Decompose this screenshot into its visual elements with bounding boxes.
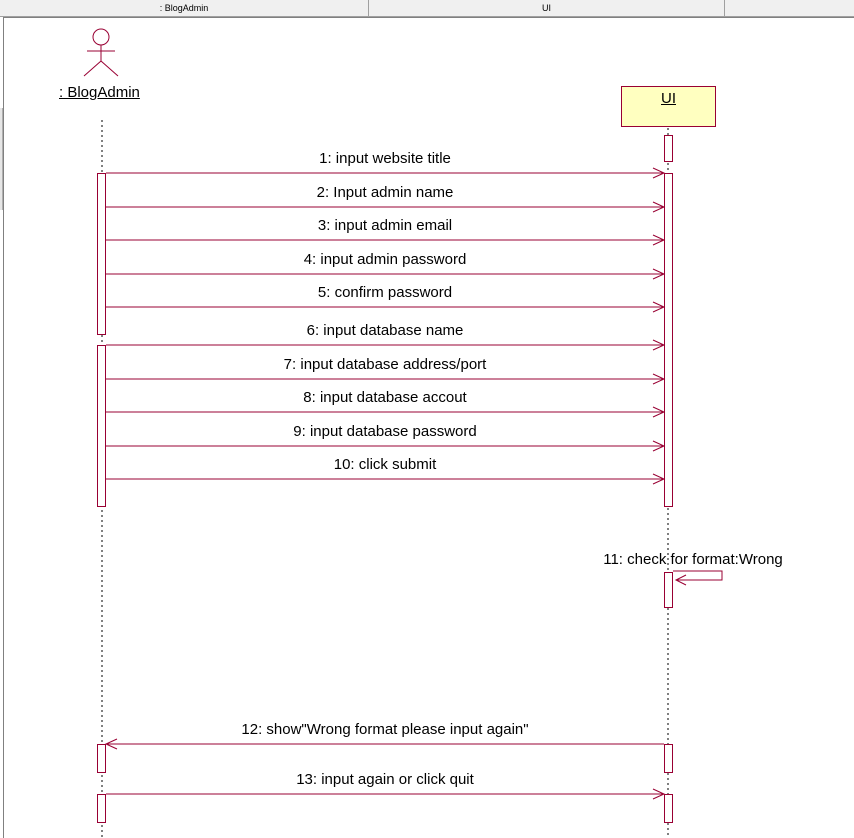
message-arrow-3[interactable]	[106, 234, 666, 246]
header-column-blogadmin[interactable]: : BlogAdmin	[0, 0, 369, 16]
message-arrow-8[interactable]	[106, 406, 666, 418]
header-column-ui[interactable]: UI	[369, 0, 725, 16]
message-arrow-11[interactable]	[673, 570, 723, 586]
message-arrow-1[interactable]	[106, 167, 666, 179]
message-arrow-10[interactable]	[106, 473, 666, 485]
actor-name-label[interactable]: : BlogAdmin	[59, 84, 140, 101]
message-arrow-13[interactable]	[106, 788, 666, 800]
message-arrow-5[interactable]	[106, 301, 666, 313]
lifeline-header-bar: : BlogAdmin UI	[0, 0, 854, 17]
message-arrow-9[interactable]	[106, 440, 666, 452]
message-label-4[interactable]: 4: input admin password	[303, 251, 467, 268]
ui-activation-4	[664, 744, 673, 773]
message-label-7[interactable]: 7: input database address/port	[283, 356, 487, 373]
message-label-8[interactable]: 8: input database accout	[303, 389, 467, 406]
message-label-13[interactable]: 13: input again or click quit	[296, 771, 474, 788]
actor-activation-2	[97, 345, 106, 507]
ui-activation-5	[664, 794, 673, 823]
message-label-10[interactable]: 10: click submit	[333, 456, 437, 473]
message-arrow-4[interactable]	[106, 268, 666, 280]
ui-object-box[interactable]: UI	[621, 86, 716, 127]
actor-icon[interactable]	[83, 28, 119, 77]
message-label-1[interactable]: 1: input website title	[319, 150, 451, 167]
ui-activation-2	[664, 173, 673, 507]
message-arrow-12[interactable]	[104, 738, 664, 750]
message-arrow-2[interactable]	[106, 201, 666, 213]
message-label-6[interactable]: 6: input database name	[306, 322, 464, 339]
activation-bars	[97, 135, 673, 823]
message-label-9[interactable]: 9: input database password	[293, 423, 477, 440]
actor-activation-4	[97, 794, 106, 823]
message-label-11[interactable]: 11: check for format:Wrong	[603, 551, 783, 568]
ui-activation-3	[664, 572, 673, 608]
diagram-canvas	[3, 17, 854, 838]
left-edge-marker	[0, 108, 3, 210]
message-label-2[interactable]: 2: Input admin name	[316, 184, 454, 201]
message-label-5[interactable]: 5: confirm password	[317, 284, 453, 301]
ui-activation-1	[664, 135, 673, 162]
message-arrow-7[interactable]	[106, 373, 666, 385]
message-label-12[interactable]: 12: show"Wrong format please input again…	[241, 721, 529, 738]
actor-activation-3	[97, 744, 106, 773]
actor-activation-1	[97, 173, 106, 335]
message-arrow-6[interactable]	[106, 339, 666, 351]
ui-object-label: UI	[661, 90, 676, 107]
message-label-3[interactable]: 3: input admin email	[317, 217, 453, 234]
